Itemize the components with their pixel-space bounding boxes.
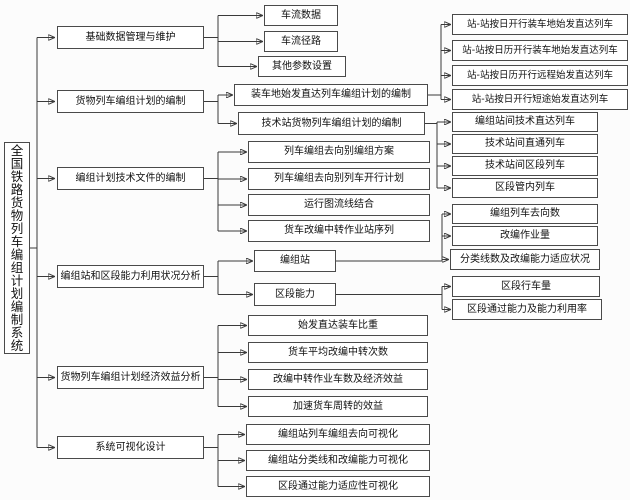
node-origin-direct-loading-ratio: 始发直达装车比重 xyxy=(248,315,428,336)
node-yard-section-capacity-analysis: 编组站和区段能力利用状况分析 xyxy=(57,265,204,288)
node-system-visualization: 系统可视化设计 xyxy=(57,436,204,459)
node-economic-benefit-analysis: 货物列车编组计划经济效益分析 xyxy=(57,366,204,389)
node-wagon-turnover-benefit: 加速货车周转的效益 xyxy=(248,396,428,417)
node-district-train: 区段管内列车 xyxy=(452,178,598,198)
node-section-traffic-volume: 区段行车量 xyxy=(452,276,600,297)
node-daily-short-distance-direct-train: 站-站按日开行短途始发直达列车 xyxy=(452,89,628,110)
node-section-capacity-utilization: 区段通过能力及能力利用率 xyxy=(452,299,602,320)
node-diagram-flow-combination: 运行图流线结合 xyxy=(248,194,430,216)
node-resort-cars-economic-benefit: 改编中转作业车数及经济效益 xyxy=(248,369,428,390)
node-section-capacity-adaptability-visualization: 区段通过能力适应性可视化 xyxy=(246,476,430,497)
node-calendar-loading-origin-direct-train: 站-站按日历开行装车地始发直达列车 xyxy=(452,40,628,61)
node-yard-technical-direct-train: 编组站间技术直达列车 xyxy=(452,112,598,132)
node-calendar-long-distance-direct-train: 站-站按日历开行远程始发直达列车 xyxy=(452,65,628,86)
node-yard-classification-capacity-visualization: 编组站分类线和改编能力可视化 xyxy=(246,450,430,471)
connector-trunk-and-splits xyxy=(30,15,443,487)
node-car-flow-route: 车流径路 xyxy=(264,31,338,52)
node-direction-operation-plan: 列车编组去向别列车开行计划 xyxy=(248,168,430,190)
node-average-resort-times: 货车平均改编中转次数 xyxy=(248,342,428,363)
node-yard-formation-direction-visualization: 编组站列车编组去向可视化 xyxy=(246,424,430,445)
node-wagon-resort-station-sequence: 货车改编中转作业站序列 xyxy=(248,220,430,242)
node-basic-data-management: 基础数据管理与维护 xyxy=(57,26,204,49)
node-formation-direction-scheme: 列车编组去向别编组方案 xyxy=(248,141,430,163)
node-section-capacity: 区段能力 xyxy=(254,283,336,306)
node-system-root: 全 国 铁 路 货 物 列 车 编 组 计 划 编 制 系 统 xyxy=(4,142,30,354)
node-marshalling-yard: 编组站 xyxy=(254,250,336,272)
node-car-flow-data: 车流数据 xyxy=(264,5,338,26)
node-through-train: 技术站间直通列车 xyxy=(452,134,598,154)
node-technical-station-train-plan: 技术站货物列车编组计划的编制 xyxy=(238,112,425,135)
node-formation-plan-technical-documents: 编组计划技术文件的编制 xyxy=(57,167,204,190)
node-resort-workload: 改编作业量 xyxy=(452,226,598,246)
connector-arrows xyxy=(37,16,451,487)
node-freight-train-formation-plan: 货物列车编组计划的编制 xyxy=(57,90,204,113)
node-formation-train-directions: 编组列车去向数 xyxy=(452,204,598,224)
node-classification-tracks-adaptation: 分类线数及改编能力适应状况 xyxy=(450,249,600,270)
node-other-parameter-settings: 其他参数设置 xyxy=(258,56,346,77)
node-daily-loading-origin-direct-train: 站-站按日开行装车地始发直达列车 xyxy=(452,14,628,35)
node-loading-origin-direct-train-plan: 装车地始发直达列车编组计划的编制 xyxy=(234,84,428,106)
node-section-train: 技术站间区段列车 xyxy=(452,156,598,176)
